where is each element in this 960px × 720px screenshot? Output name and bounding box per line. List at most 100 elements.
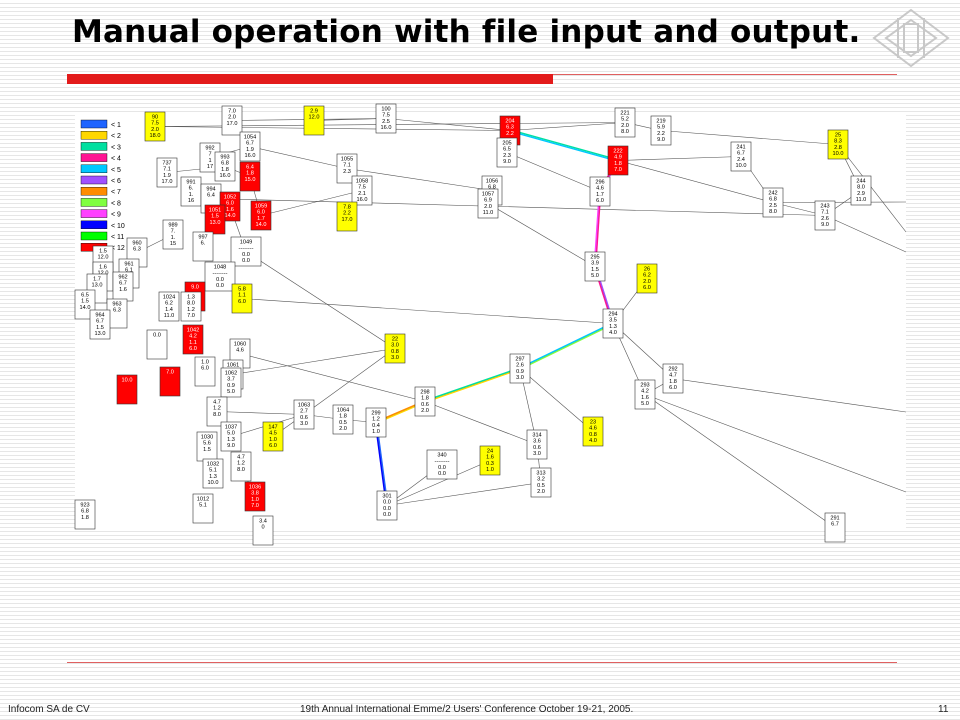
node-box: [426, 449, 458, 480]
node-box: [850, 175, 872, 206]
node-box: [144, 111, 166, 142]
node-box: [384, 333, 406, 364]
node-value: 14.0: [225, 213, 236, 219]
node-box: [582, 416, 604, 447]
legend-label: < 7: [111, 189, 121, 196]
node-value: 6.7: [831, 522, 839, 528]
node-box: [589, 176, 611, 207]
node-value: 2.7: [300, 409, 308, 415]
node-id: 1055: [341, 157, 353, 163]
node-id: 243: [820, 204, 829, 210]
node-value: 5.0: [227, 389, 235, 395]
node-id: 219: [656, 119, 665, 125]
node-box: [509, 353, 531, 384]
node-value: 2.6: [516, 363, 524, 369]
node-value: 2.1: [358, 191, 366, 197]
network-link: [837, 144, 907, 233]
node-id: 1052: [224, 195, 236, 201]
node-value: 5.9: [657, 125, 665, 131]
network-link: [385, 118, 511, 131]
node-id: 737: [162, 161, 171, 167]
node-value: 4.0: [609, 330, 617, 336]
node-value: 6.3: [113, 308, 121, 314]
legend-label: < 4: [111, 156, 121, 163]
node-value: 14.0: [80, 305, 91, 311]
node-value: 6.0: [257, 210, 265, 216]
node-id: 90: [152, 115, 158, 121]
node-value: 6.0: [238, 299, 246, 305]
node-value: 7.0: [228, 109, 236, 115]
node-value: 5.1: [199, 503, 207, 509]
legend-swatch: [80, 131, 108, 140]
footer-divider: [67, 662, 897, 663]
node-value: 4.7: [669, 373, 677, 379]
node-id: 1051: [209, 208, 221, 214]
network-link: [672, 378, 907, 413]
legend-swatch: [80, 186, 108, 196]
path-link: [509, 129, 619, 161]
node-id: 1036: [249, 485, 261, 491]
node-value: 2.9: [310, 109, 318, 115]
node-id: 1063: [298, 403, 310, 409]
network-node: 4.71.28.0: [206, 396, 228, 427]
network-node: 4.71.28.0: [230, 451, 252, 482]
node-value: 1.0: [486, 467, 494, 473]
node-value: 2.2: [343, 211, 351, 217]
node-value: 8.0: [857, 185, 865, 191]
node-box: [244, 481, 266, 512]
legend-label: < 11: [111, 234, 124, 241]
network-diagram[interactable]: < 1< 2< 3< 4< 5< 6< 7< 8< 9< 10< 11< 12 …: [74, 103, 907, 546]
network-link: [386, 460, 491, 506]
node-value: 6.2: [165, 301, 173, 307]
node-box: [414, 386, 436, 417]
legend-label: < 9: [111, 212, 121, 219]
node-value: 2.4: [737, 157, 745, 163]
network-link: [644, 394, 907, 493]
node-box: [231, 283, 253, 314]
node-box: [159, 366, 181, 397]
node-box: [607, 145, 629, 176]
node-value: 8.0: [187, 301, 195, 307]
node-value: 5.1: [209, 468, 217, 474]
network-link: [617, 160, 774, 203]
node-box: [634, 379, 656, 410]
node-value: 7.5: [151, 121, 159, 127]
node-id: 964: [95, 313, 104, 319]
legend-swatch: [80, 231, 108, 241]
node-value: 16.0: [381, 125, 392, 131]
node-value: 7.5: [358, 185, 366, 191]
node-value: 1.2: [372, 417, 380, 423]
node-value: 1.6: [641, 395, 649, 401]
node-value: 7.5: [382, 113, 390, 119]
node-value: 3.0: [533, 451, 541, 457]
node-id: 22: [392, 337, 398, 343]
node-value: 3.0: [391, 355, 399, 361]
node-value: 8.3: [834, 139, 842, 145]
node-id: 1012: [197, 497, 209, 503]
path-link: [424, 367, 520, 402]
node-value: 1.0: [201, 360, 209, 366]
node-id: 923: [80, 503, 89, 509]
node-box: [116, 374, 138, 405]
node-id: 1058: [356, 179, 368, 185]
node-value: 10.0: [833, 151, 844, 157]
path-link: [425, 368, 521, 403]
network-node: 10.0: [116, 374, 138, 405]
node-value: --------: [239, 246, 254, 252]
node-box: [204, 261, 236, 292]
node-value: 18.0: [150, 133, 161, 139]
node-value: 6.: [201, 241, 206, 247]
network-node: 223.00.83.0: [384, 333, 406, 364]
node-value: 13.0: [95, 331, 106, 337]
